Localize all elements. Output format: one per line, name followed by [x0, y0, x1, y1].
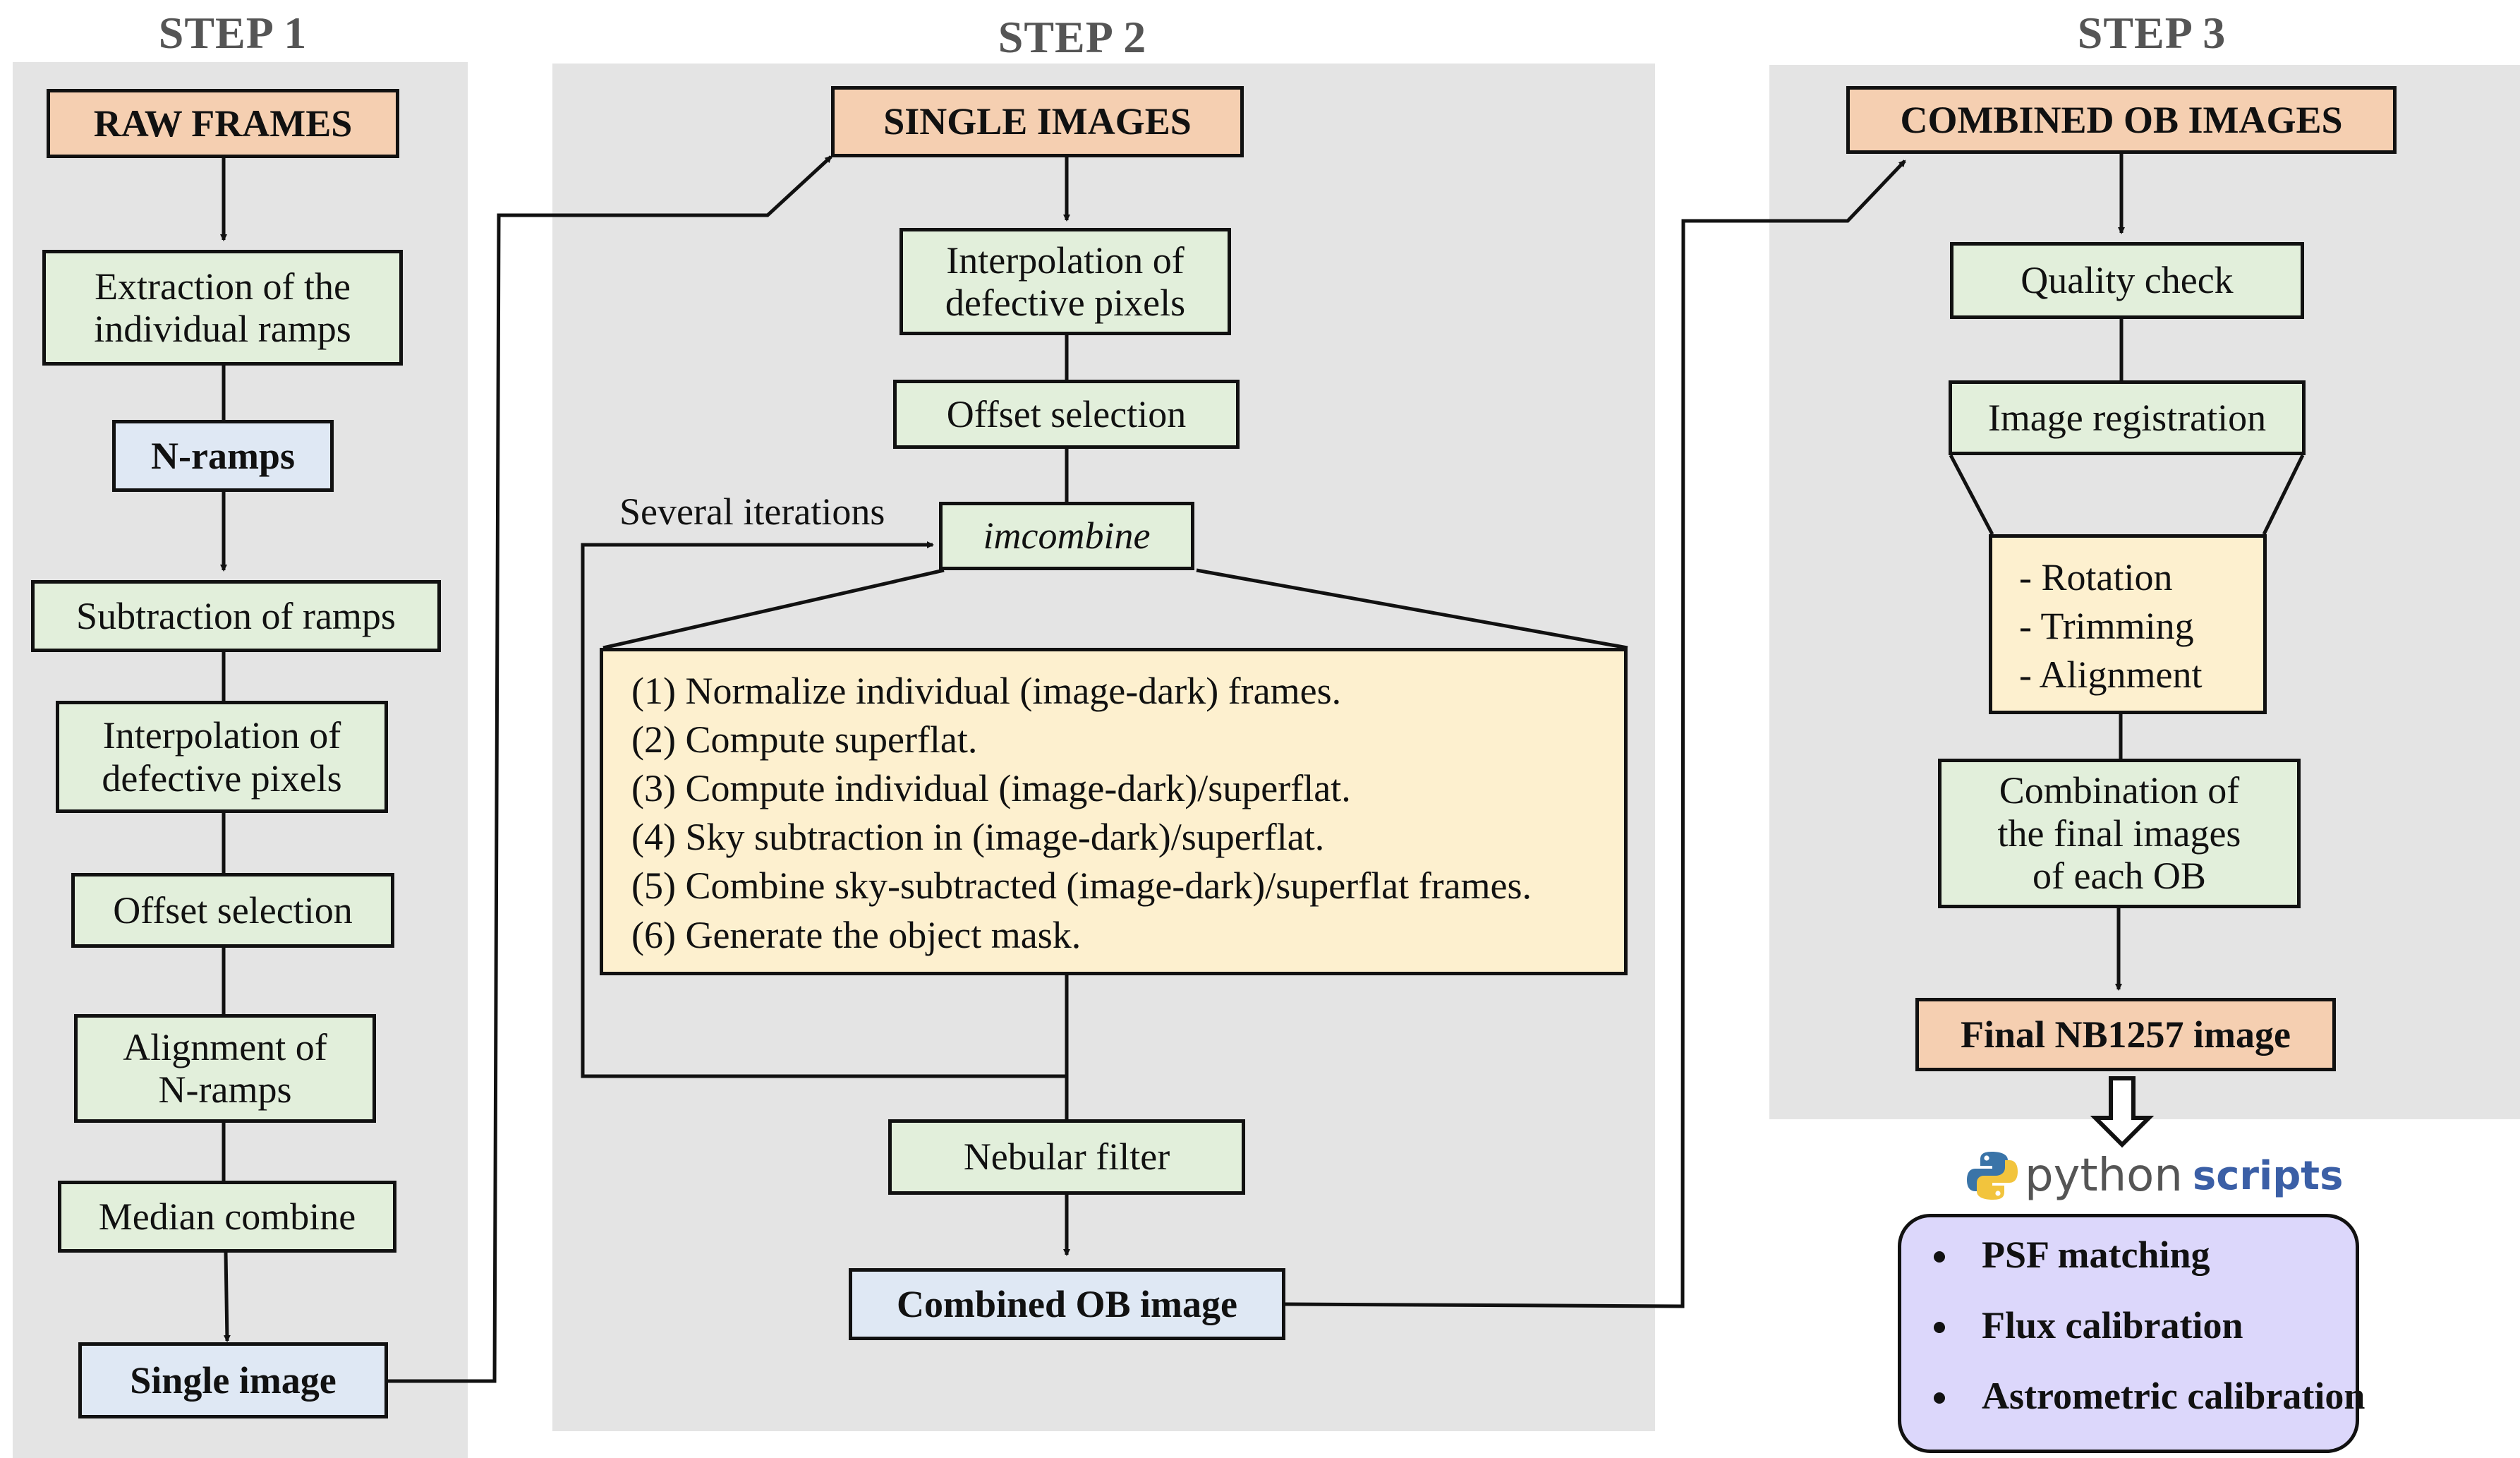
bullet-icon — [1934, 1392, 1945, 1404]
combined-ob-images-box: COMBINED OB IMAGES — [1846, 86, 2397, 154]
detail-item: (1) Normalize individual (image-dark) fr… — [631, 670, 1342, 712]
combined-ob-image-box: Combined OB image — [849, 1268, 1285, 1340]
arrow-step1-to-step2 — [388, 155, 832, 1383]
bullet-icon — [1934, 1322, 1945, 1333]
imcombine-details-box: (1) Normalize individual (image-dark) fr… — [600, 648, 1628, 975]
median-combine-box: Median combine — [58, 1181, 396, 1253]
step2-label: STEP 2 — [998, 12, 1147, 62]
reg-item: - Alignment — [2019, 653, 2203, 697]
astrometric-calibration-item: Astrometric calibration — [1982, 1375, 2365, 1417]
reg-item: - Trimming — [2019, 605, 2194, 648]
single-images-box: SINGLE IMAGES — [831, 86, 1244, 157]
subtraction-box: Subtraction of ramps — [31, 580, 441, 652]
single-image-box: Single image — [78, 1342, 388, 1418]
detail-item: (6) Generate the object mask. — [631, 913, 1082, 956]
n-ramps-box: N-ramps — [112, 420, 334, 492]
zoom-line-left-3 — [1949, 454, 1994, 536]
reg-item: - Rotation — [2019, 556, 2173, 598]
step3-label: STEP 3 — [2077, 8, 2227, 58]
detail-item: (2) Compute superflat. — [631, 718, 978, 761]
imcombine-box: imcombine — [939, 502, 1194, 570]
scripts-word: scripts — [2192, 1152, 2344, 1199]
detail-item: (5) Combine sky-subtracted (image-dark)/… — [631, 864, 1532, 908]
image-registration-box: Image registration — [1949, 380, 2306, 455]
step1-label: STEP 1 — [158, 8, 308, 58]
zoom-line-right-3 — [2262, 454, 2305, 536]
detail-item: (3) Compute individual (image-dark)/supe… — [631, 767, 1351, 810]
hollow-down-arrow-icon — [2090, 1076, 2155, 1148]
python-tasks-box: PSF matching Flux calibration Astrometri… — [1898, 1214, 2365, 1453]
bullet-icon — [1934, 1251, 1945, 1263]
python-word: python — [2025, 1150, 2183, 1202]
raw-frames-box: RAW FRAMES — [47, 89, 399, 158]
detail-item: (4) Sky subtraction in (image-dark)/supe… — [631, 816, 1325, 859]
arrow-median-to-single — [223, 1252, 231, 1342]
flux-calibration-item: Flux calibration — [1982, 1304, 2243, 1346]
registration-steps-box: - Rotation - Trimming - Alignment — [1989, 534, 2267, 714]
offset-selection-box-1: Offset selection — [71, 873, 394, 948]
arrow-iteration-loop — [581, 541, 1067, 1078]
nebular-filter-box: Nebular filter — [888, 1119, 1245, 1195]
final-nb1257-box: Final NB1257 image — [1915, 998, 2336, 1071]
zoom-line-right — [1196, 568, 1628, 650]
offset-selection-box-2: Offset selection — [893, 380, 1240, 449]
quality-check-box: Quality check — [1950, 242, 2304, 319]
psf-matching-item: PSF matching — [1982, 1234, 2210, 1276]
arrow-step2-to-step3 — [1285, 159, 1906, 1308]
python-logo-icon — [1967, 1152, 2018, 1200]
python-scripts-title: python scripts — [1965, 1149, 2343, 1203]
zoom-line-left — [602, 568, 945, 650]
several-iterations-label: Several iterations — [619, 490, 885, 533]
